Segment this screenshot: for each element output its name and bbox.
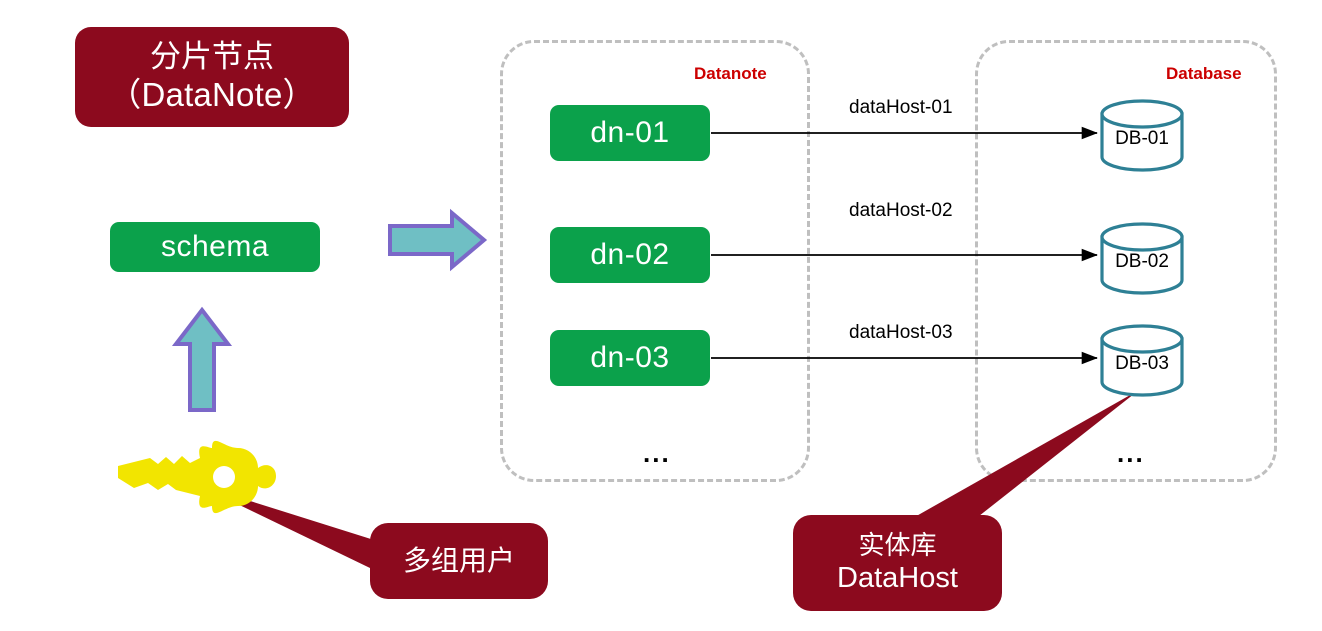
callout-users-label: 多组用户 (402, 544, 515, 578)
schema-box[interactable]: schema (110, 222, 320, 272)
ellipsis-datanote: ... (643, 438, 671, 468)
group-container-datanote (500, 40, 810, 482)
edge-label-dataHost-02: dataHost-02 (849, 200, 953, 221)
block-arrow-right-icon (388, 208, 488, 272)
datanote-node-label: dn-03 (590, 341, 670, 374)
block-arrow-up-icon (171, 306, 233, 412)
datanote-node-dn-01[interactable]: dn-01 (550, 105, 710, 161)
edge-label-dataHost-01: dataHost-01 (849, 97, 953, 118)
datanote-node-dn-02[interactable]: dn-02 (550, 227, 710, 283)
ellipsis-database: ... (1117, 438, 1145, 468)
title-banner-line-en: （DataNote） (108, 75, 316, 113)
database-label-DB-03: DB-03 (1115, 353, 1169, 374)
datanote-node-dn-03[interactable]: dn-03 (550, 330, 710, 386)
callout-users: 多组用户 (370, 523, 548, 599)
datanote-node-label: dn-01 (590, 116, 670, 149)
key-icon (118, 440, 276, 514)
datanote-node-label: dn-02 (590, 238, 670, 271)
callout-datahost-line-en: DataHost (837, 562, 958, 595)
edge-label-dataHost-03: dataHost-03 (849, 322, 953, 343)
group-label-datanote: Datanote (694, 64, 767, 83)
callout-datahost: 实体库 DataHost (793, 515, 1002, 611)
database-label-DB-01: DB-01 (1115, 128, 1169, 149)
database-label-DB-02: DB-02 (1115, 251, 1169, 272)
group-label-database: Database (1166, 64, 1242, 83)
callout-datahost-line-cn: 实体库 (858, 530, 937, 561)
title-banner-line-cn: 分片节点 (150, 39, 274, 76)
schema-box-label: schema (160, 230, 270, 263)
title-banner: 分片节点 （DataNote） (75, 27, 349, 127)
